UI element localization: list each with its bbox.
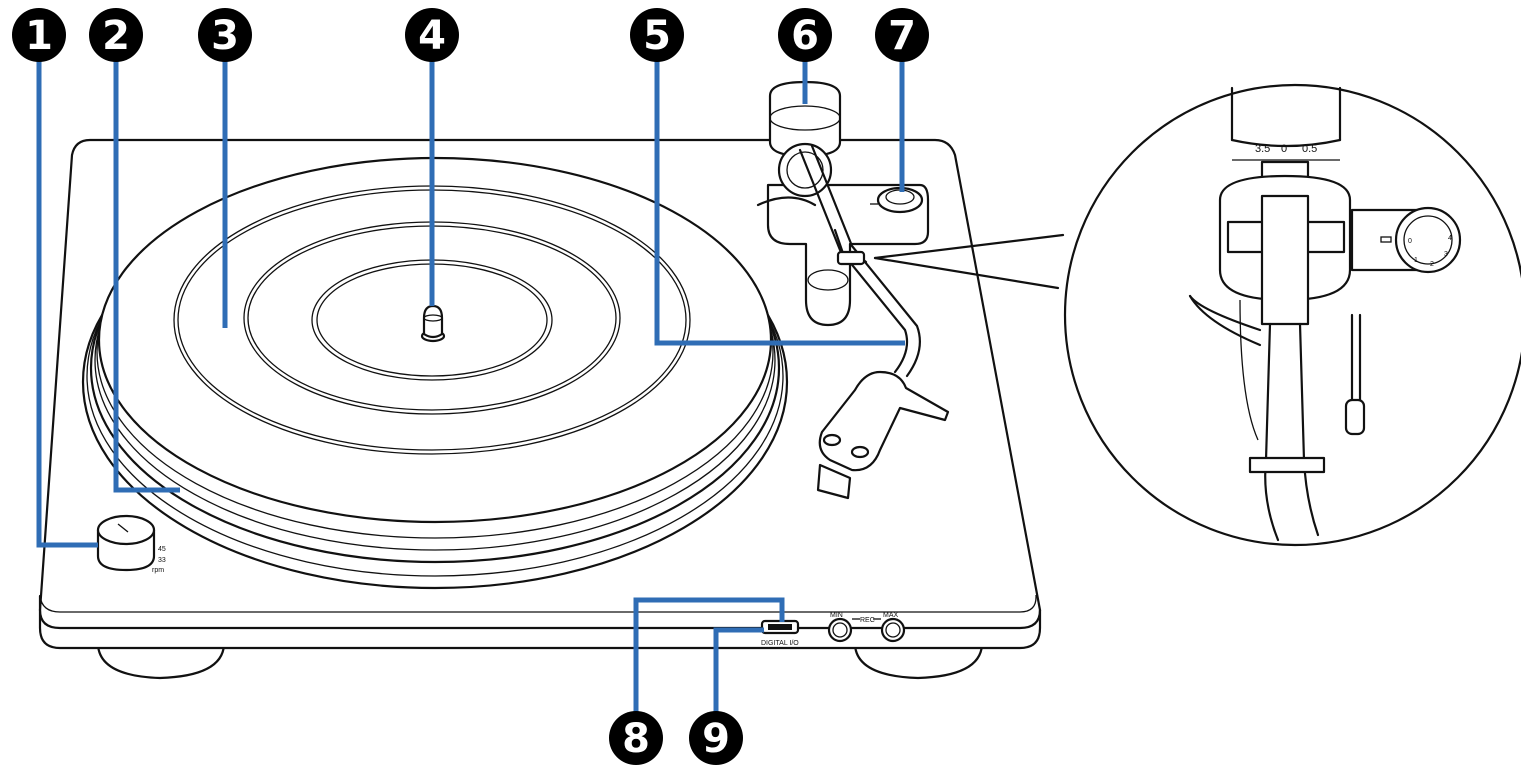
svg-text:6: 6 bbox=[791, 13, 819, 59]
leader-5 bbox=[654, 60, 905, 346]
leader-lines bbox=[36, 60, 905, 720]
inset-scale-05: 0.5 bbox=[1302, 143, 1317, 155]
callout-7: 7 bbox=[875, 8, 929, 62]
svg-text:1: 1 bbox=[25, 13, 53, 59]
leader-8 bbox=[633, 597, 785, 720]
inset-scale-0: 0 bbox=[1281, 143, 1287, 155]
feet bbox=[96, 643, 984, 680]
callout-3: 3 bbox=[198, 8, 252, 62]
rec-label: REC bbox=[860, 617, 875, 624]
speed-label-45: 45 bbox=[158, 546, 166, 553]
callout-5: 5 bbox=[630, 8, 684, 62]
leader-2 bbox=[113, 60, 180, 493]
svg-text:2: 2 bbox=[102, 13, 130, 59]
jack-right-label: MAX bbox=[883, 612, 899, 619]
spindle bbox=[420, 304, 446, 343]
svg-text:7: 7 bbox=[888, 13, 916, 59]
callout-8: 8 bbox=[609, 711, 663, 765]
leader-1 bbox=[36, 60, 98, 548]
callout-9: 9 bbox=[689, 711, 743, 765]
leader-9 bbox=[713, 627, 764, 720]
usb-port-label: DIGITAL I/O bbox=[761, 640, 799, 647]
tonearm bbox=[756, 80, 950, 500]
speed-label-33: 33 bbox=[158, 557, 166, 564]
inset-dial-2: 2 bbox=[1430, 261, 1434, 268]
jack-left-label: MIN bbox=[830, 612, 843, 619]
callout-6: 6 bbox=[778, 8, 832, 62]
svg-text:3: 3 bbox=[211, 13, 239, 59]
inset-scale-35: 3.5 bbox=[1255, 143, 1270, 155]
inset-dial-0: 0 bbox=[1408, 238, 1412, 245]
svg-text:9: 9 bbox=[702, 716, 730, 762]
speed-label-rpm: rpm bbox=[152, 567, 164, 574]
inset-dial-4: 4 bbox=[1448, 235, 1452, 242]
front-panel: DIGITAL I/O REC MIN MAX bbox=[760, 612, 906, 647]
callout-1: 1 bbox=[12, 8, 66, 62]
svg-text:4: 4 bbox=[418, 13, 446, 59]
callout-2: 2 bbox=[89, 8, 143, 62]
inset-dial-1: 1 bbox=[1414, 257, 1418, 264]
speed-knob: 45 33 rpm bbox=[96, 514, 166, 574]
inset-dial-3: 3 bbox=[1444, 251, 1448, 258]
svg-text:5: 5 bbox=[643, 13, 671, 59]
svg-text:8: 8 bbox=[622, 716, 650, 762]
detail-inset: 3.5 0 0.5 0 1 2 3 4 bbox=[873, 83, 1521, 547]
callout-4: 4 bbox=[405, 8, 459, 62]
